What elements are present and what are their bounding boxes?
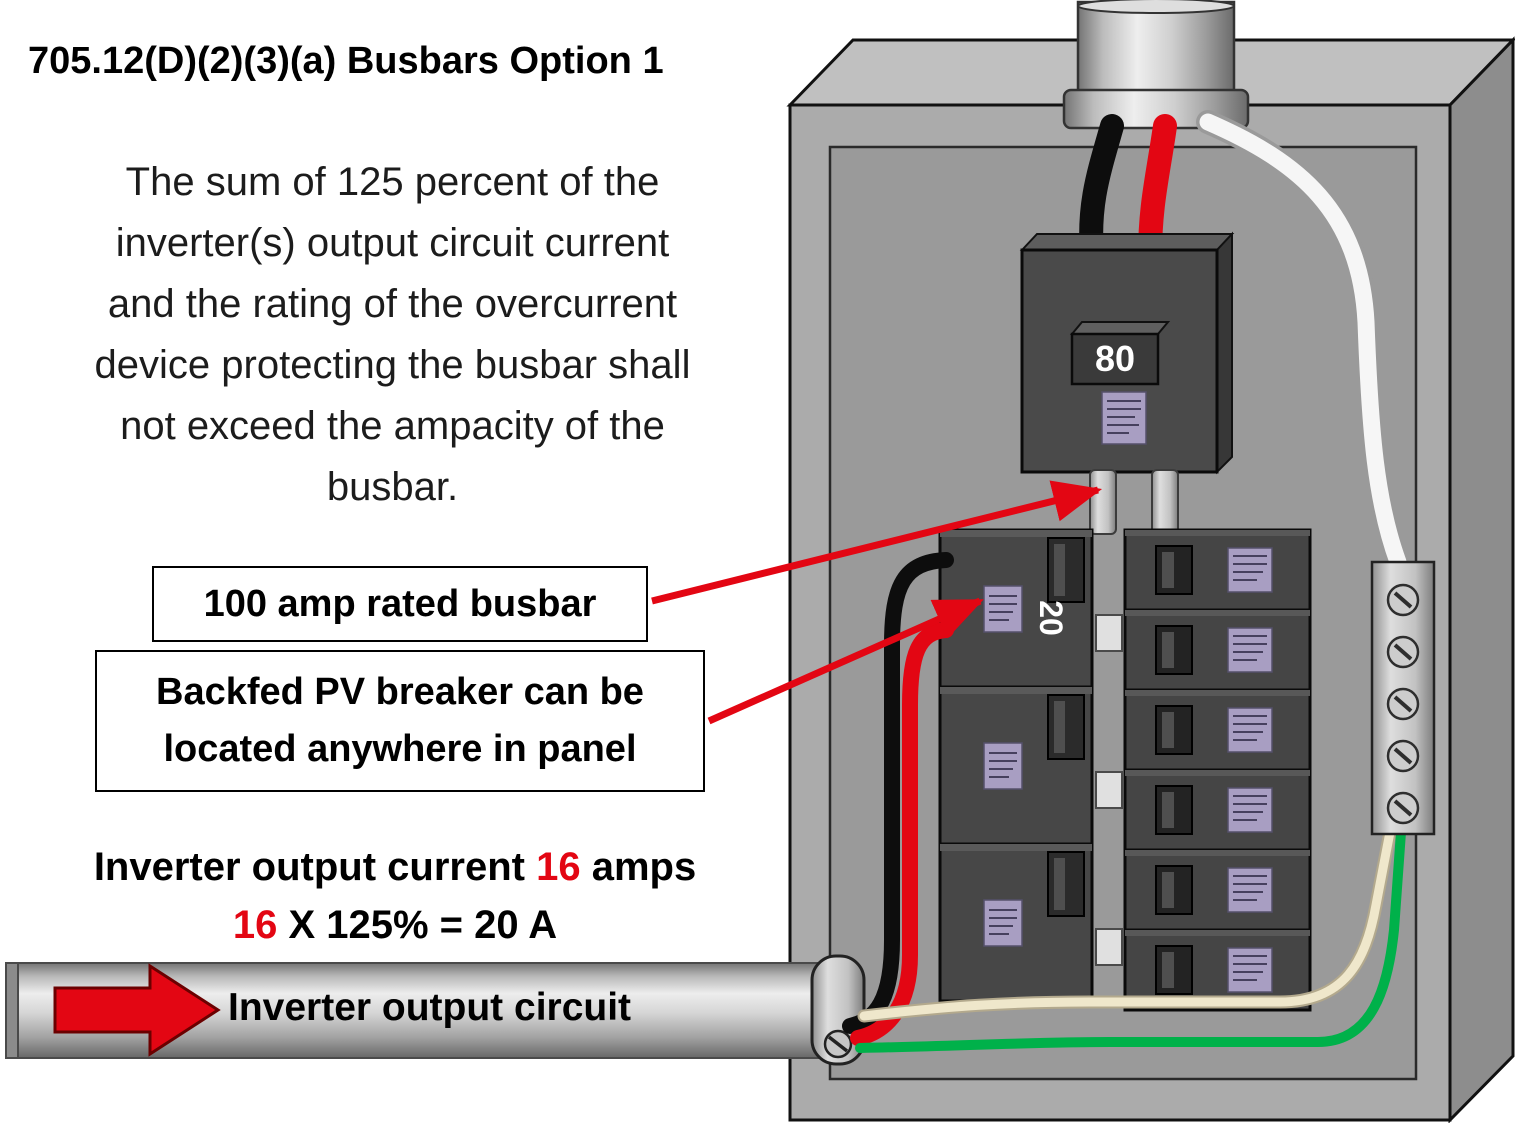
right-breaker-4 bbox=[1123, 768, 1312, 852]
right-breaker-2 bbox=[1123, 608, 1312, 692]
busbar-callout-label: 100 amp rated busbar bbox=[203, 583, 597, 625]
right-breaker-1 bbox=[1123, 528, 1312, 612]
ground-green-wire bbox=[855, 813, 1407, 1053]
busbar-callout-arrow-icon bbox=[651, 480, 1103, 605]
code-requirement-line: and the rating of the overcurrent bbox=[107, 282, 678, 326]
inverter-current-value: 16 bbox=[536, 845, 581, 889]
code-requirement-line: device protecting the busbar shall bbox=[94, 343, 691, 387]
inverter-current-text: Inverter output current 16 amps bbox=[0, 845, 790, 890]
right-breaker-3 bbox=[1123, 688, 1312, 772]
main-breaker-rating-bevel bbox=[1069, 321, 1171, 335]
flow-arrow-icon bbox=[53, 963, 221, 1057]
calc-formula-value: 16 bbox=[232, 903, 278, 947]
left-breaker-column: 20 bbox=[938, 528, 1124, 1003]
right-breaker-column bbox=[1123, 528, 1312, 1012]
inverter-current-prefix: Inverter output current bbox=[93, 845, 537, 889]
neutral-tan-wire bbox=[857, 825, 1397, 1023]
white-neutral-wire bbox=[1196, 110, 1410, 574]
code-requirement-text: The sum of 125 percent of the inverter(s… bbox=[35, 152, 750, 518]
busbar-callout: 100 amp rated busbar bbox=[152, 566, 648, 642]
main-breaker-rating-plate bbox=[1070, 332, 1160, 386]
pv-breaker-rating-label: 20 bbox=[1033, 600, 1069, 636]
calc-formula-text: 16 X 125% = 20 A bbox=[0, 903, 790, 948]
calc-formula-suffix: X 125% = 20 A bbox=[277, 903, 558, 947]
backfed-callout-line: Backfed PV breaker can be bbox=[156, 671, 644, 713]
code-requirement-line: inverter(s) output circuit current bbox=[115, 221, 670, 265]
service-conduit bbox=[1062, 0, 1250, 130]
neutral-ground-bar bbox=[1370, 560, 1436, 836]
main-breaker-spec-label bbox=[1101, 391, 1147, 445]
terminal-screw-icon bbox=[1386, 739, 1420, 773]
inverter-output-conduit bbox=[5, 962, 819, 1059]
page-title: 705.12(D)(2)(3)(a) Busbars Option 1 bbox=[28, 40, 664, 82]
backfed-callout-line: located anywhere in panel bbox=[163, 728, 637, 770]
main-breaker: 80 bbox=[1019, 231, 1235, 475]
inverter-current-suffix: amps bbox=[580, 845, 697, 889]
backfed-callout-arrow-icon bbox=[707, 597, 984, 725]
backfed-callout: Backfed PV breaker can be located anywhe… bbox=[95, 650, 705, 792]
code-requirement-line: not exceed the ampacity of the bbox=[120, 404, 665, 448]
conduit-label: Inverter output circuit bbox=[228, 986, 632, 1029]
terminal-screw-icon bbox=[1386, 791, 1420, 825]
pv-red-wire bbox=[850, 622, 954, 1046]
terminal-screw-icon bbox=[1386, 583, 1420, 617]
main-breaker-rating-label: 80 bbox=[1095, 338, 1135, 379]
code-requirement-line: The sum of 125 percent of the bbox=[125, 160, 660, 204]
terminal-screw-icon bbox=[1386, 635, 1420, 669]
right-breaker-5 bbox=[1123, 848, 1312, 932]
code-requirement-line: busbar. bbox=[326, 465, 459, 509]
terminal-screw-icon bbox=[1386, 687, 1420, 721]
